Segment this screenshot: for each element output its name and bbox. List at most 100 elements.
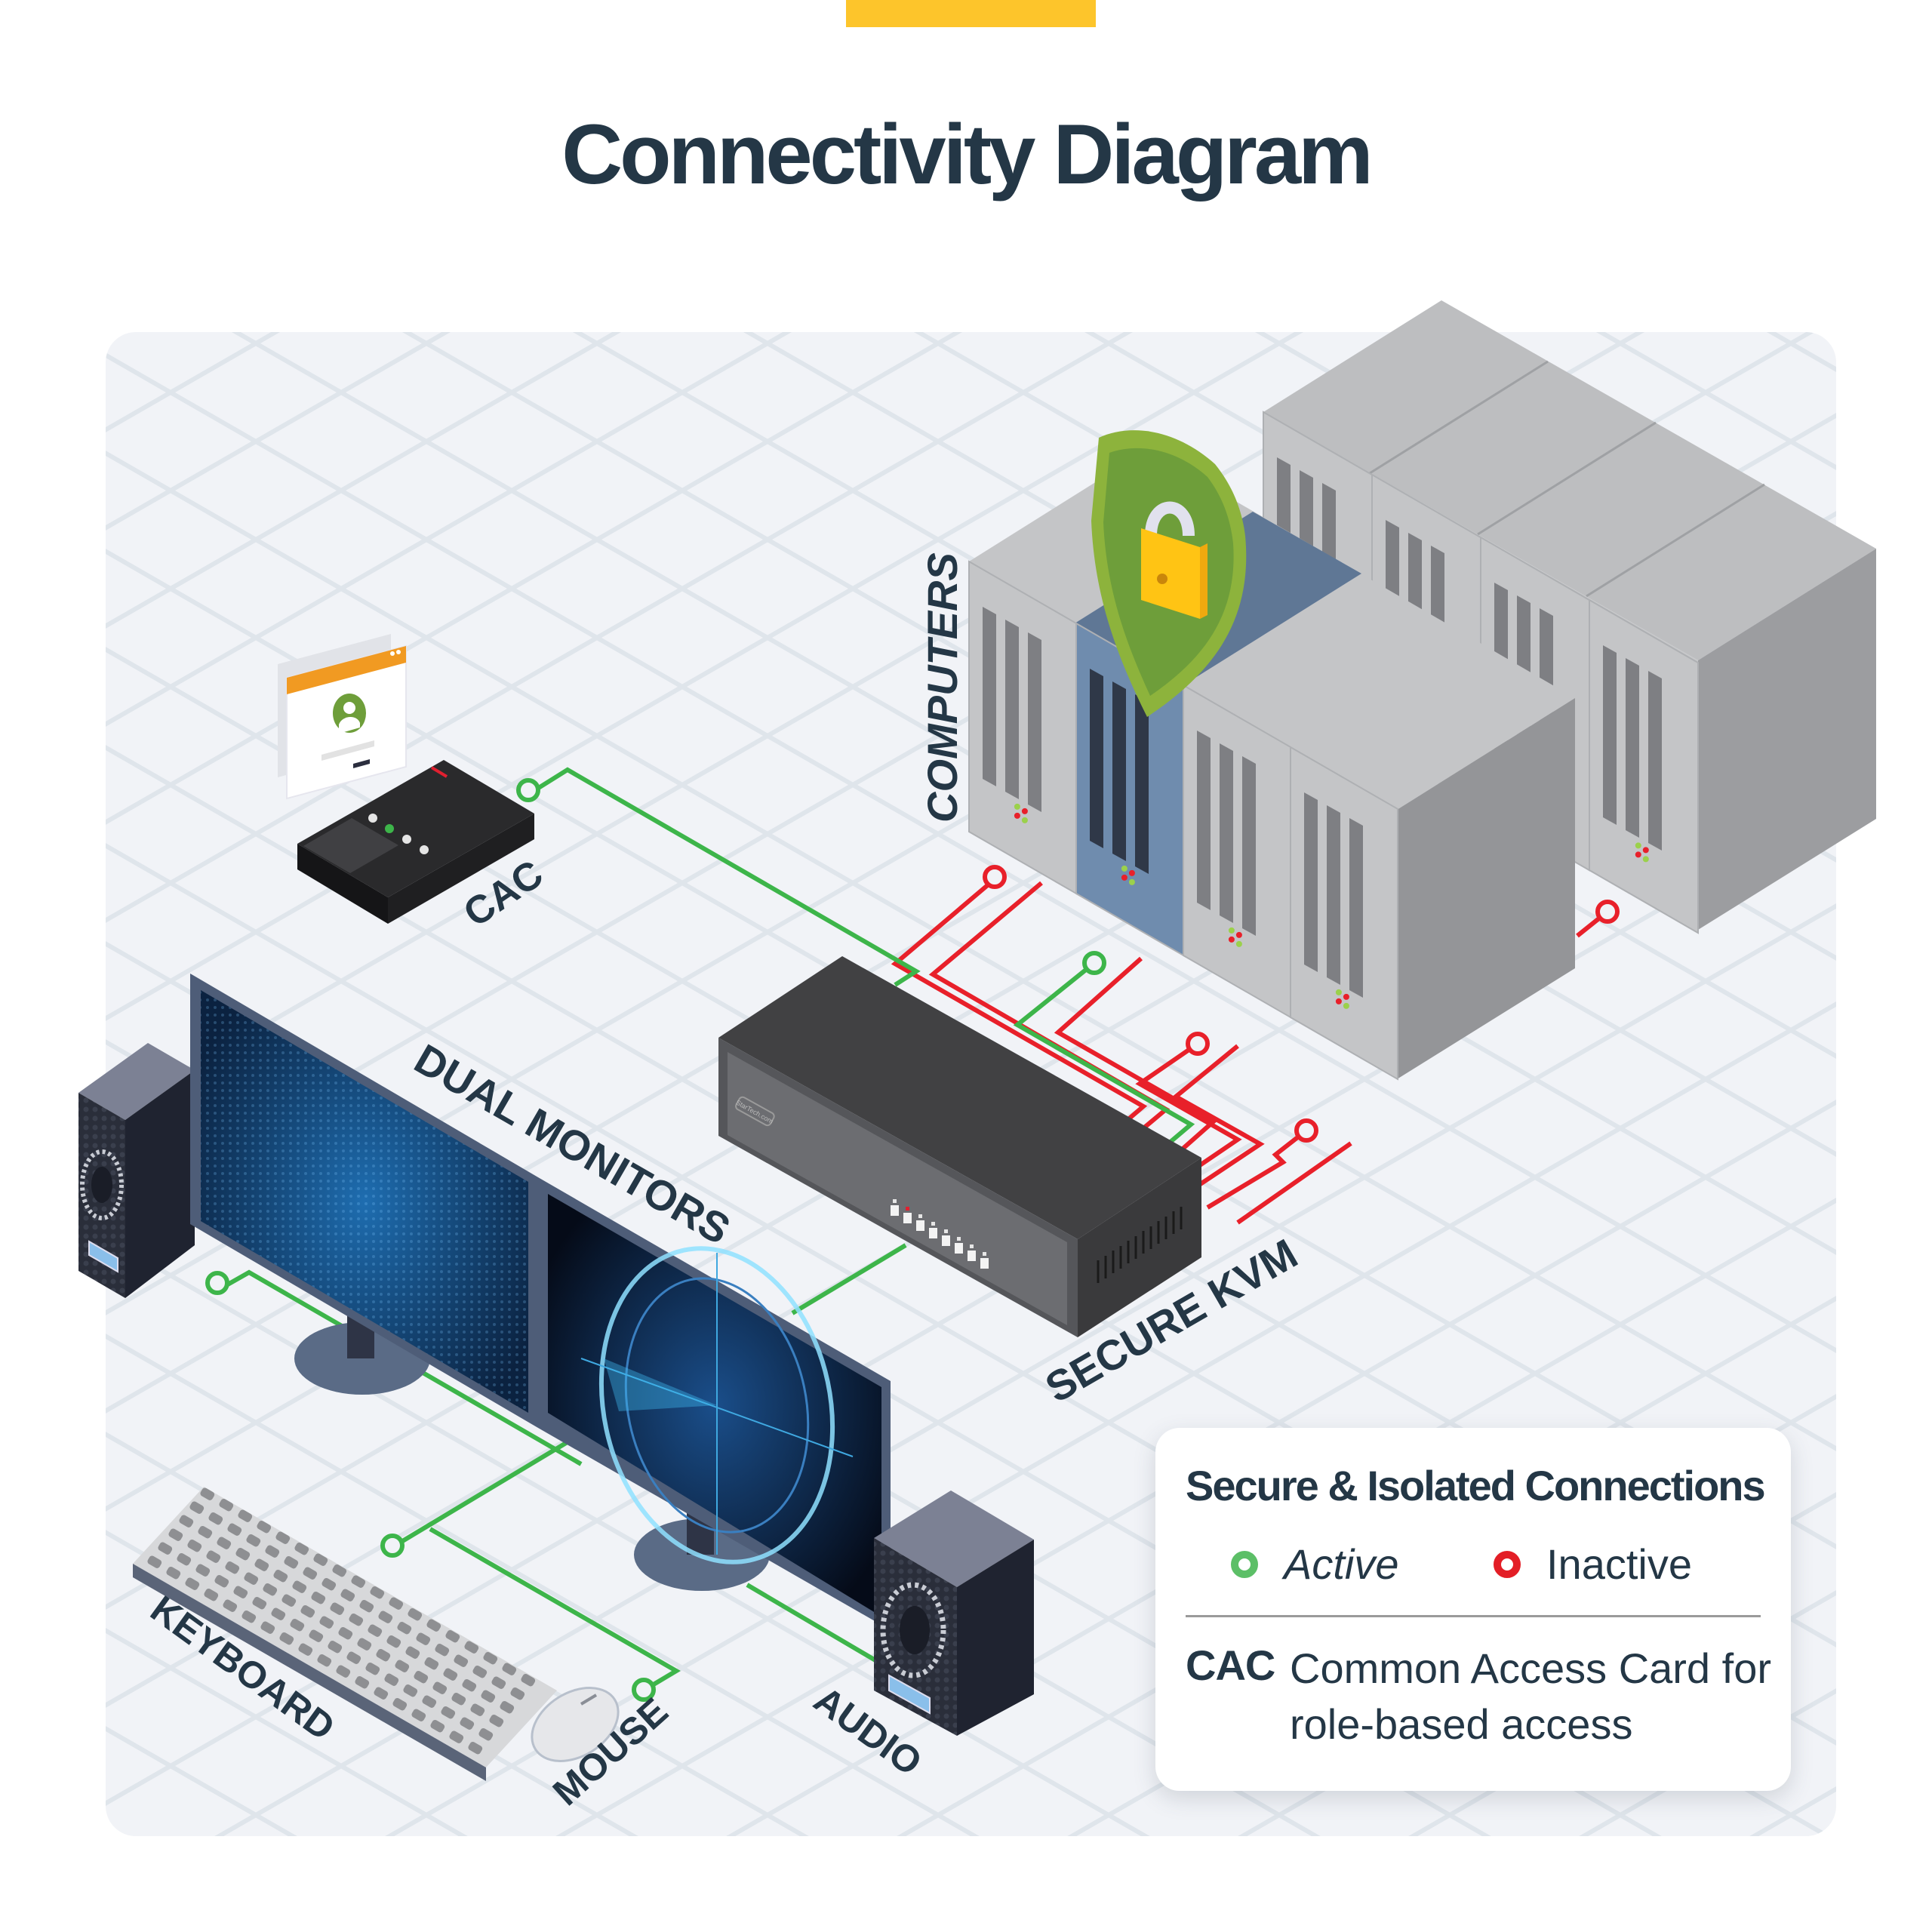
keyboard-key — [246, 1534, 261, 1547]
secure-kvm-switch: StarTech.com — [718, 956, 1201, 1337]
abbreviation-term: CAC — [1186, 1641, 1275, 1689]
keyboard-key — [330, 1602, 345, 1615]
keyboard-key — [321, 1577, 337, 1591]
speaker-left — [78, 1043, 195, 1298]
mouse — [531, 1687, 620, 1762]
node-inactive — [1595, 900, 1620, 924]
keyboard-key — [376, 1648, 391, 1662]
keyboard-key — [386, 1635, 401, 1648]
keyboard-key — [319, 1616, 334, 1629]
kvm-port-button — [955, 1243, 963, 1254]
label-computers: COMPUTERS — [918, 552, 966, 823]
active-ring-icon — [1231, 1550, 1258, 1578]
keyboard-key — [177, 1552, 192, 1566]
keyboard-key — [374, 1687, 389, 1700]
keyboard-key — [179, 1515, 194, 1527]
accent-bar — [846, 0, 1096, 27]
keyboard-key — [378, 1611, 393, 1623]
keyboard-key — [223, 1599, 238, 1612]
kvm-port-button — [980, 1258, 989, 1269]
mouse-connection — [429, 1527, 681, 1687]
keyboard-key — [279, 1632, 294, 1645]
keyboard-key — [273, 1569, 288, 1583]
node-inactive — [1186, 1032, 1210, 1056]
inactive-ring-icon — [1494, 1550, 1521, 1578]
keyboard-key — [454, 1654, 469, 1667]
peripheral-connections — [225, 1243, 907, 1687]
keyboard-key — [449, 1730, 464, 1743]
kvm-port-button — [929, 1228, 937, 1238]
keyboard-key — [309, 1629, 324, 1642]
keyboard-key — [340, 1589, 355, 1601]
keyboard-key — [424, 1657, 439, 1670]
keyboard-key — [187, 1539, 202, 1552]
keyboard-keys — [147, 1487, 536, 1755]
keyboard-key — [225, 1561, 240, 1574]
keyboard-key — [510, 1687, 525, 1700]
kvm-port-led — [918, 1214, 922, 1218]
keyboard-key — [303, 1567, 318, 1580]
keyboard-key — [300, 1604, 315, 1618]
keyboard-key — [204, 1588, 219, 1601]
keyboard-key — [414, 1670, 429, 1684]
keyboard-key — [244, 1572, 259, 1585]
audio-connection — [746, 1583, 877, 1663]
kvm-port-led — [893, 1199, 897, 1203]
kvm-port-led — [970, 1244, 974, 1248]
keyboard-key — [451, 1692, 466, 1706]
keyboard-key — [368, 1624, 383, 1637]
keyboard-key — [403, 1684, 418, 1697]
keyboard-key — [462, 1678, 477, 1692]
legend-label-active: Active — [1284, 1540, 1399, 1588]
keyboard-key — [158, 1542, 173, 1555]
keyboard-key — [317, 1654, 332, 1667]
legend-divider — [1186, 1615, 1761, 1617]
kvm-port-led — [906, 1207, 909, 1211]
keyboard-key — [432, 1681, 448, 1694]
keyboard-key — [233, 1586, 248, 1598]
keyboard-key — [351, 1575, 366, 1588]
keyboard-key — [435, 1643, 450, 1657]
keyboard-key — [338, 1626, 353, 1640]
kvm-port-led — [957, 1237, 961, 1241]
monitor-connection — [791, 1243, 907, 1315]
keyboard-key — [468, 1741, 483, 1755]
keyboard-key — [464, 1641, 479, 1654]
cac-status-led — [385, 824, 394, 833]
keyboard-key — [405, 1646, 420, 1659]
cac-reader — [297, 760, 534, 924]
keyboard-key — [235, 1547, 251, 1561]
keyboard-key — [217, 1537, 232, 1549]
keyboard-key — [346, 1651, 361, 1664]
keyboard-key — [357, 1638, 372, 1651]
keyboard-key — [147, 1555, 162, 1568]
keyboard-key — [389, 1597, 404, 1610]
keyboard-key — [214, 1574, 229, 1588]
keyboard-key — [489, 1714, 504, 1727]
keyboard-key — [242, 1610, 257, 1623]
legend-card: Secure & Isolated Connections Active Ina… — [1155, 1428, 1791, 1791]
keyboard-key — [359, 1599, 374, 1613]
kvm-port-button — [968, 1251, 976, 1261]
keyboard-key — [445, 1629, 460, 1643]
keyboard-key — [275, 1531, 291, 1544]
keyboard-key — [313, 1553, 328, 1566]
page-title: Connectivity Diagram — [561, 107, 1373, 202]
connection-inactive — [1135, 1041, 1242, 1185]
keyboard-key — [168, 1528, 183, 1541]
connection-inactive — [1054, 956, 1218, 1176]
keyboard-key — [294, 1542, 309, 1555]
kvm-port-led — [931, 1222, 935, 1226]
keyboard-key — [166, 1566, 181, 1580]
keyboard-key — [195, 1564, 211, 1577]
keyboard-key — [185, 1577, 200, 1590]
cac-connection — [516, 767, 921, 987]
keyboard-key — [500, 1700, 515, 1714]
keyboard-key — [263, 1583, 278, 1596]
keyboard-key — [189, 1501, 205, 1514]
kvm-port-led — [944, 1229, 948, 1233]
keyboard-key — [472, 1665, 488, 1678]
keyboard-key — [422, 1695, 437, 1708]
keyboard-key — [483, 1651, 498, 1665]
keyboard-key — [411, 1709, 426, 1721]
